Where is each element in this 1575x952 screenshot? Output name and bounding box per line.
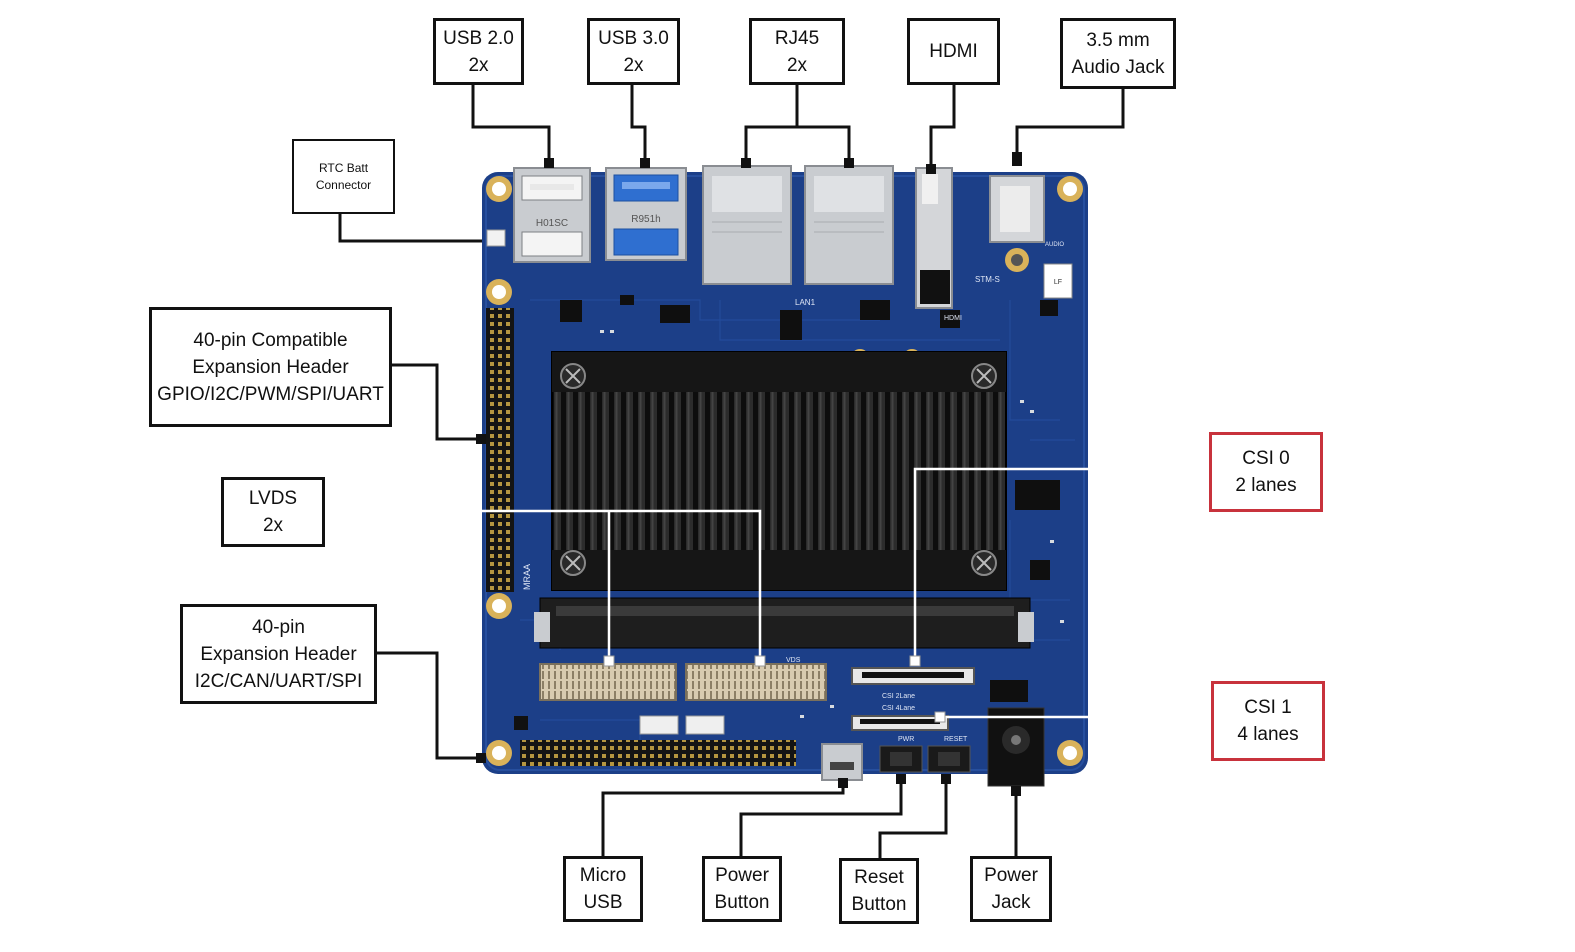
hdmi-port: HDMI [915, 167, 962, 322]
tact-buttons: PWR RESET [879, 736, 971, 773]
usb2-port: H01SC [513, 167, 591, 263]
callout-hdmi: HDMI [907, 18, 1000, 85]
callout-reset-button-line2: Button [851, 894, 907, 915]
callout-40pin-compat-line2: Expansion Header [192, 356, 349, 378]
silk-usb3: R951h [631, 214, 660, 225]
callout-usb3: USB 3.0 2x [587, 18, 680, 85]
silk-mraa: MRAA [522, 564, 532, 590]
callout-lvds-line1: LVDS [248, 488, 298, 509]
rtc-connector [486, 229, 506, 247]
callout-power-jack-line1: Power [984, 865, 1038, 886]
silk-usb2: H01SC [536, 218, 568, 229]
leader-lines-white [325, 467, 1209, 719]
callout-csi0-line1: CSI 0 [1242, 448, 1290, 469]
callout-hdmi-line1: HDMI [929, 41, 978, 62]
callout-power-button: Power Button [702, 856, 782, 922]
callout-audio-line1: 3.5 mm [1086, 29, 1150, 51]
callout-lvds: LVDS 2x [221, 477, 325, 547]
callout-40pin-line3: I2C/CAN/UART/SPI [194, 670, 363, 692]
callout-40pin-compatible: 40-pin Compatible Expansion Header GPIO/… [149, 307, 392, 427]
leader-endpoints-white [603, 655, 946, 723]
callout-rj45-line2: 2x [786, 54, 808, 76]
callout-csi1-line1: CSI 1 [1244, 697, 1292, 718]
callout-40pin-header: 40-pin Expansion Header I2C/CAN/UART/SPI [180, 604, 377, 704]
callout-csi0: CSI 0 2 lanes [1209, 432, 1323, 512]
callout-power-jack: Power Jack [970, 856, 1052, 922]
callout-40pin-compat-line1: 40-pin Compatible [193, 329, 348, 351]
heatsink [551, 351, 1007, 591]
silk-vds: VDS [786, 657, 801, 664]
callout-rtc-line1: RTC Batt [318, 160, 369, 175]
callout-usb2-line2: 2x [468, 54, 489, 76]
usb3-port: R951h [605, 167, 687, 261]
callout-usb2-line1: USB 2.0 [443, 27, 514, 49]
csi-connectors: CSI 2Lane CSI 4Lane [851, 667, 975, 731]
audio-jack: LF AUDIO STM-S [975, 175, 1073, 299]
callout-40pin-line1: 40-pin [252, 616, 305, 638]
callout-power-jack-line2: Jack [991, 892, 1031, 913]
silk-pwr: PWR [898, 736, 914, 743]
callout-csi1-line2: 4 lanes [1237, 724, 1299, 745]
callout-audio-jack: 3.5 mm Audio Jack [1060, 18, 1176, 89]
callout-rtc-line2: Connector [315, 177, 372, 192]
silk-csi-4: CSI 4Lane [882, 705, 915, 712]
callout-csi1: CSI 1 4 lanes [1211, 681, 1325, 761]
leader-endpoints [476, 152, 1022, 796]
callout-rj45-line1: RJ45 [774, 27, 820, 49]
leader-lines-black [338, 85, 1125, 858]
callout-usb3-line1: USB 3.0 [598, 27, 669, 49]
callout-reset-button: Reset Button [839, 858, 919, 924]
callout-rtc-batt: RTC Batt Connector [292, 139, 395, 214]
svg-text:LF: LF [1054, 279, 1062, 286]
callout-rj45: RJ45 2x [749, 18, 845, 85]
silk-reset: RESET [944, 736, 968, 743]
callout-micro-usb-line2: USB [583, 892, 623, 913]
callout-40pin-line2: Expansion Header [200, 643, 357, 665]
callout-csi0-line2: 2 lanes [1235, 475, 1297, 496]
callout-reset-button-line1: Reset [854, 867, 904, 888]
sodimm-socket [534, 597, 1034, 649]
callout-40pin-compat-line3: GPIO/I2C/PWM/SPI/UART [157, 383, 384, 405]
rj45-ports: LAN1 [702, 165, 894, 307]
callout-micro-usb-line1: Micro [579, 865, 627, 886]
callout-usb2: USB 2.0 2x [433, 18, 524, 85]
callout-usb3-line2: 2x [623, 54, 644, 76]
silk-audio: AUDIO [1045, 242, 1064, 248]
callout-power-button-line2: Button [714, 892, 770, 913]
callout-power-button-line1: Power [715, 865, 769, 886]
silk-lan: LAN1 [795, 298, 816, 307]
callout-audio-line2: Audio Jack [1071, 56, 1165, 78]
bottom-pin-header [520, 740, 796, 766]
silk-stm: STM-S [975, 275, 1000, 284]
micro-usb-port [821, 743, 863, 781]
silk-hdmi: HDMI [944, 315, 962, 322]
silk-csi-2: CSI 2Lane [882, 693, 915, 700]
power-jack [987, 707, 1045, 787]
left-pin-header [486, 308, 514, 592]
callout-lvds-line2: 2x [262, 515, 284, 536]
callout-micro-usb: Micro USB [563, 856, 643, 922]
